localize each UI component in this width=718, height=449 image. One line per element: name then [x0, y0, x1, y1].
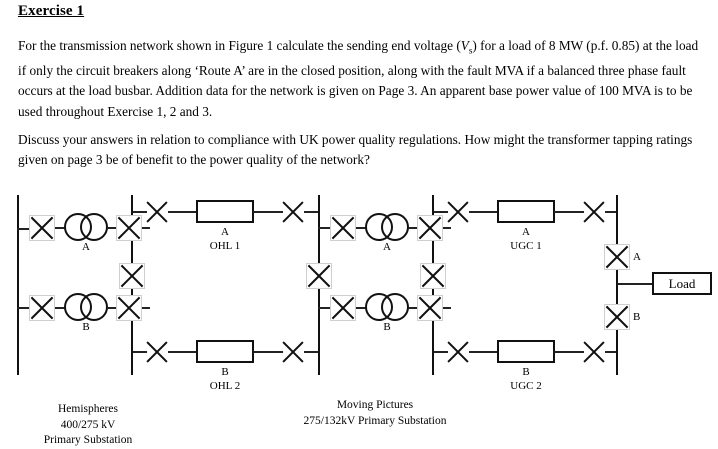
- load-label: Load: [668, 275, 696, 291]
- breaker-ugc2-receiving[interactable]: [582, 340, 606, 364]
- line-ugc2-name-label: UGC 2: [510, 380, 542, 392]
- wire-tx-a-xfmr-to-lv: [107, 227, 117, 229]
- line-ohl1-route-label: A: [221, 226, 229, 238]
- breaker-ohl1-sending[interactable]: [145, 200, 169, 224]
- transformer-moving-pictures-b: [365, 293, 409, 323]
- wire-mp-tx-a-stub: [318, 227, 330, 229]
- substation-moving-pictures-caption: Moving Pictures 275/132kV Primary Substat…: [288, 398, 462, 429]
- wire-tx-b-left-stub: [17, 307, 29, 309]
- wire-ohl2-to-box: [168, 351, 197, 353]
- wire-mp-tx-a-xfmr-to-lv: [408, 227, 418, 229]
- line-ugc2: [497, 340, 555, 363]
- breaker-mp-tx-a-hv[interactable]: [330, 215, 356, 241]
- wire-tx-a-hv-to-xfmr: [55, 227, 65, 229]
- caption-line-2: 275/132kV Primary Substation: [303, 414, 447, 427]
- line-ohl2-route-label: B: [221, 366, 229, 378]
- transformer-moving-pictures-a: [365, 213, 409, 243]
- wire-mp-tx-a-lv-to-bus: [443, 227, 451, 229]
- breaker-hemispheres-bus-section[interactable]: [119, 263, 145, 289]
- wire-ugc1-box-to-cb: [554, 211, 584, 213]
- line-ugc2-route-label: B: [522, 366, 530, 378]
- caption-line-1: Moving Pictures: [336, 399, 414, 411]
- transformer-winding-secondary: [381, 293, 409, 321]
- wire-mp-tx-b-lv-to-bus: [443, 307, 451, 309]
- busbar-load: [616, 195, 618, 375]
- breaker-mp-132kv-bus-section[interactable]: [420, 263, 446, 289]
- exercise-paragraph-2: Discuss your answers in relation to comp…: [18, 132, 693, 168]
- wire-ugc1-bus-stub: [434, 211, 448, 213]
- breaker-hemispheres-tx-a-lv[interactable]: [116, 215, 142, 241]
- transformer-moving-pictures-b-label: B: [383, 321, 391, 333]
- wire-ugc1-cb-to-bus: [605, 211, 618, 213]
- wire-mp-tx-b-hv-to-xfmr: [356, 307, 366, 309]
- wire-ugc2-cb-to-bus: [605, 351, 618, 353]
- breaker-ohl2-receiving[interactable]: [281, 340, 305, 364]
- wire-tx-b-hv-to-xfmr: [55, 307, 65, 309]
- wire-ugc1-to-box: [469, 211, 498, 213]
- transformer-winding-secondary: [80, 213, 108, 241]
- caption-line-1: Hemispheres: [57, 403, 119, 415]
- wire-tx-b-xfmr-to-lv: [107, 307, 117, 309]
- breaker-load-b-label: B: [633, 311, 641, 323]
- wire-tx-a-left-stub: [17, 228, 29, 230]
- wire-tx-a-lv-to-bus: [142, 227, 150, 229]
- line-ugc1: [497, 200, 555, 223]
- wire-ugc2-bus-stub: [434, 351, 448, 353]
- breaker-load-a[interactable]: [604, 244, 630, 270]
- line-ohl2: [196, 340, 254, 363]
- breaker-ugc1-sending[interactable]: [446, 200, 470, 224]
- breaker-ohl2-sending[interactable]: [145, 340, 169, 364]
- transformer-winding-secondary: [80, 293, 108, 321]
- line-ohl1-name-label: OHL 1: [209, 240, 241, 252]
- transformer-winding-secondary: [381, 213, 409, 241]
- caption-line-3: Primary Substation: [43, 434, 133, 446]
- wire-ohl1-box-to-cb: [253, 211, 283, 213]
- transformer-hemispheres-b: [64, 293, 108, 323]
- load-block: Load: [652, 272, 712, 295]
- wire-ohl1-to-box: [168, 211, 197, 213]
- breaker-mp-tx-b-lv[interactable]: [417, 295, 443, 321]
- transformer-hemispheres-b-label: B: [82, 321, 90, 333]
- substation-hemispheres-caption: Hemispheres 400/275 kV Primary Substation: [18, 402, 158, 449]
- network-diagram: A B A OHL 1 B OHL 2: [0, 180, 718, 448]
- wire-ohl1-bus-stub: [133, 211, 147, 213]
- breaker-ugc1-receiving[interactable]: [582, 200, 606, 224]
- wire-tx-b-lv-to-bus: [142, 307, 150, 309]
- breaker-hemispheres-tx-a-hv[interactable]: [29, 215, 55, 241]
- breaker-mp-tx-a-lv[interactable]: [417, 215, 443, 241]
- line-ohl2-name-label: OHL 2: [209, 380, 241, 392]
- breaker-mp-tx-b-hv[interactable]: [330, 295, 356, 321]
- line-ugc1-route-label: A: [522, 226, 530, 238]
- page-title: Exercise 1: [18, 3, 85, 19]
- breaker-load-b[interactable]: [604, 304, 630, 330]
- wire-ohl2-cb-to-bus: [304, 351, 319, 353]
- wire-load-tap: [617, 283, 653, 285]
- wire-ohl1-cb-to-bus: [304, 211, 319, 213]
- busbar-400kv: [17, 195, 19, 375]
- line-ohl1: [196, 200, 254, 223]
- wire-mp-tx-a-hv-to-xfmr: [356, 227, 366, 229]
- breaker-ohl1-receiving[interactable]: [281, 200, 305, 224]
- wire-mp-tx-b-xfmr-to-lv: [408, 307, 418, 309]
- wire-mp-tx-b-stub: [318, 307, 330, 309]
- transformer-moving-pictures-a-label: A: [383, 241, 391, 253]
- line-ugc1-name-label: UGC 1: [510, 240, 542, 252]
- breaker-hemispheres-tx-b-lv[interactable]: [116, 295, 142, 321]
- breaker-load-a-label: A: [633, 251, 641, 263]
- wire-ohl2-box-to-cb: [253, 351, 283, 353]
- exercise-paragraph-1: For the transmission network shown in Fi…: [18, 38, 699, 119]
- transformer-hemispheres-a-label: A: [82, 241, 90, 253]
- breaker-hemispheres-tx-b-hv[interactable]: [29, 295, 55, 321]
- wire-ugc2-to-box: [469, 351, 498, 353]
- caption-line-2: 400/275 kV: [60, 418, 116, 431]
- wire-ohl2-bus-stub: [133, 351, 147, 353]
- breaker-ugc2-sending[interactable]: [446, 340, 470, 364]
- wire-ugc2-box-to-cb: [554, 351, 584, 353]
- transformer-hemispheres-a: [64, 213, 108, 243]
- breaker-mp-bus-section[interactable]: [306, 263, 332, 289]
